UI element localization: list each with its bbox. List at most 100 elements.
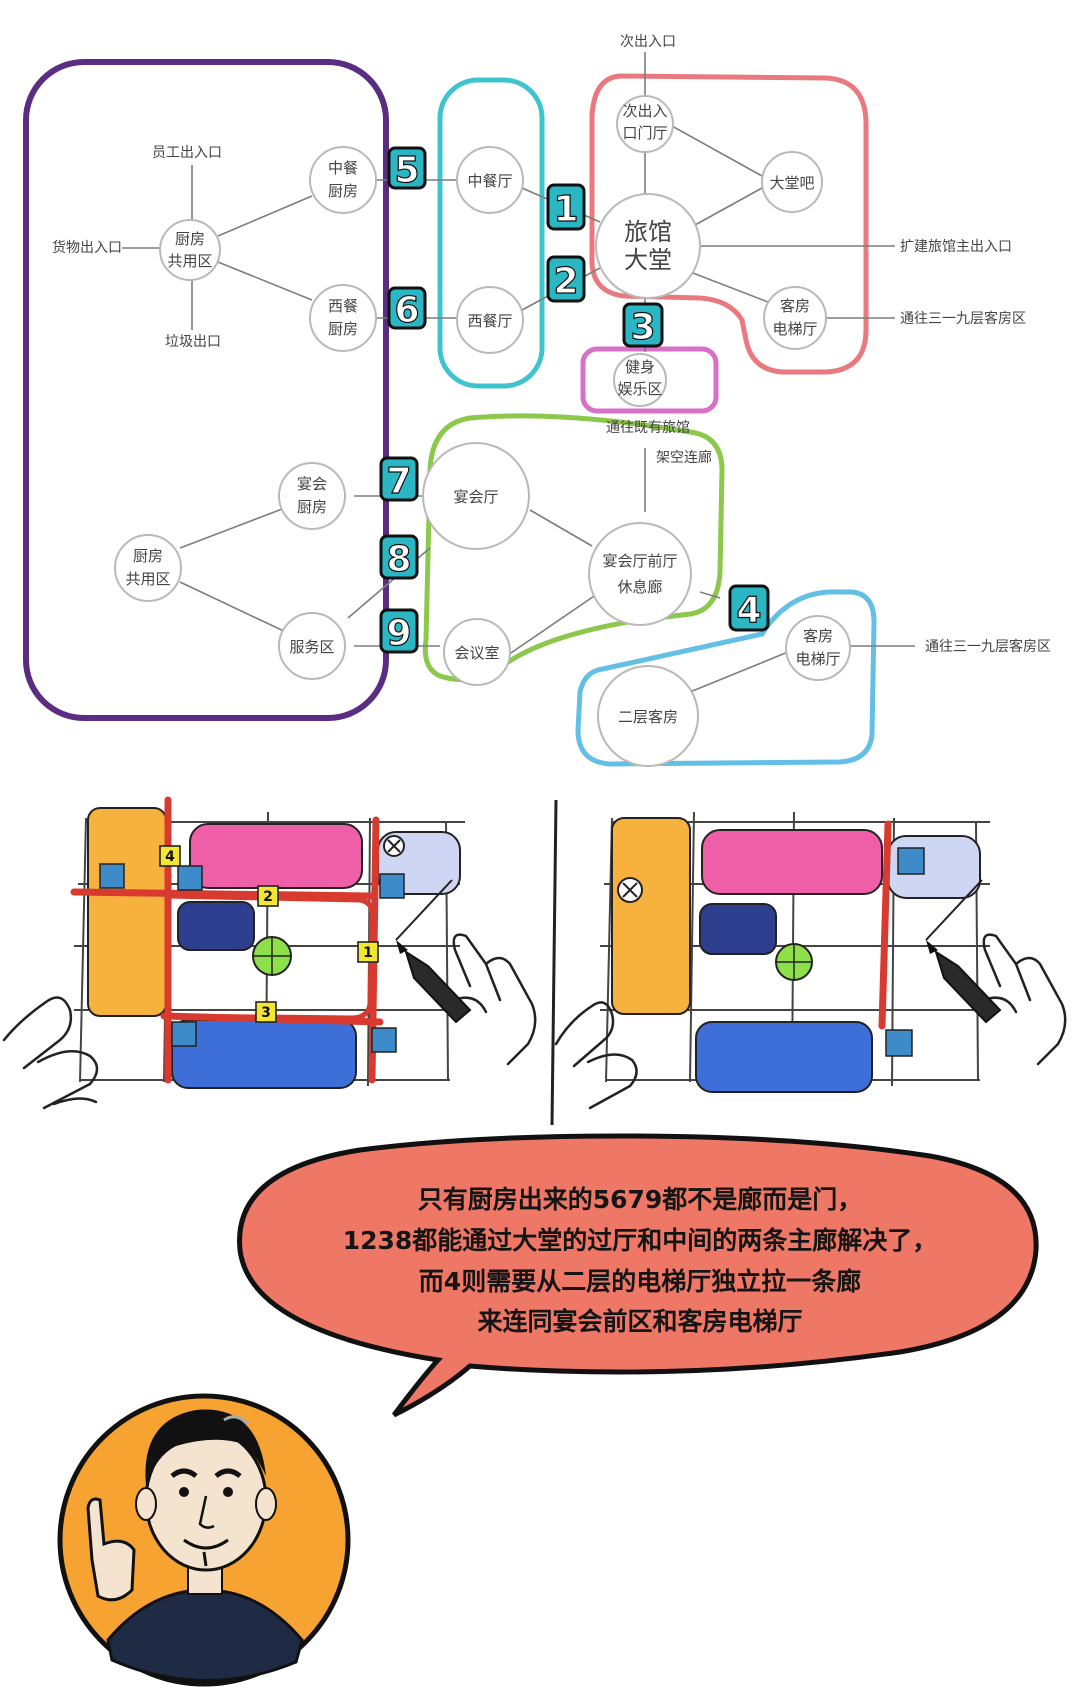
cross-circle-icon [383, 835, 405, 857]
svg-text:西餐: 西餐 [328, 297, 358, 315]
svg-text:3: 3 [630, 307, 655, 348]
banquet-zone-outline [422, 413, 725, 683]
svg-text:2: 2 [263, 889, 273, 905]
kitchen-zone-outline [23, 59, 389, 721]
orange-block [87, 807, 167, 1017]
pen-icon [395, 879, 472, 1024]
right-hand-drawing [982, 933, 1067, 1066]
svg-text:4: 4 [165, 849, 175, 865]
node-guest-elevator-2: 客房 电梯厅 [785, 615, 851, 681]
node-meeting-room: 会议室 [443, 618, 511, 686]
svg-text:2: 2 [553, 261, 578, 302]
svg-text:厨房: 厨房 [328, 320, 358, 338]
svg-text:二层客房: 二层客房 [618, 708, 678, 726]
svg-text:客房: 客房 [780, 297, 810, 315]
badge-5: 5 [387, 146, 427, 192]
node-chinese-restaurant: 中餐厅 [456, 146, 524, 214]
svg-text:大堂吧: 大堂吧 [769, 174, 814, 192]
svg-text:中餐厅: 中餐厅 [467, 172, 512, 190]
node-lobby: 旅馆 大堂 [595, 193, 701, 299]
badge-3: 3 [622, 302, 664, 349]
marker-2: 2 [257, 885, 279, 907]
marker-4: 4 [159, 845, 181, 867]
svg-text:5: 5 [394, 150, 419, 191]
fitness-zone-outline [580, 346, 719, 414]
pink-block [189, 823, 363, 889]
node-fitness: 健身 娱乐区 [613, 353, 667, 407]
badge-8: 8 [379, 534, 419, 581]
left-hand-drawing [554, 1001, 638, 1110]
badge-1: 1 [546, 183, 586, 231]
sketch-panels: 4 2 1 3 [2, 796, 1067, 1126]
sketch-right [554, 811, 1067, 1110]
node-western-restaurant: 西餐厅 [456, 286, 524, 354]
svg-text:共用区: 共用区 [125, 570, 170, 588]
svg-text:共用区: 共用区 [167, 252, 212, 270]
svg-text:大堂: 大堂 [624, 246, 672, 274]
svg-text:会议室: 会议室 [454, 644, 499, 662]
entry-square [897, 847, 925, 875]
secondary-entrance-label: 次出入口 [620, 34, 676, 50]
svg-text:3: 3 [261, 1005, 271, 1021]
marker-3: 3 [255, 1001, 277, 1023]
blue-block [695, 1021, 873, 1093]
center-target-icon [252, 936, 292, 976]
entry-square [379, 873, 405, 899]
entry-square [177, 865, 203, 891]
goods-entrance-label: 货物出入口 [52, 239, 122, 256]
badge-4: 4 [728, 584, 770, 632]
svg-text:7: 7 [386, 461, 411, 502]
badge-7: 7 [379, 456, 419, 503]
svg-text:旅馆: 旅馆 [624, 218, 672, 246]
entry-square [885, 1029, 913, 1057]
entry-square [99, 863, 125, 889]
badge-2: 2 [546, 255, 586, 303]
garbage-exit-label: 垃圾出口 [165, 334, 221, 350]
bubble-line-1: 只有厨房出来的5679都不是廊而是门， [418, 1185, 863, 1214]
svg-text:中餐: 中餐 [328, 159, 358, 177]
left-hand-drawing [2, 996, 99, 1110]
avatar [57, 1393, 351, 1687]
rooms-zone-outline [575, 589, 877, 767]
svg-text:休息廊: 休息廊 [617, 578, 662, 596]
svg-text:电梯厅: 电梯厅 [772, 320, 817, 338]
svg-text:6: 6 [394, 290, 419, 331]
svg-text:厨房: 厨房 [297, 498, 327, 516]
svg-text:厨房: 厨房 [175, 230, 205, 248]
svg-text:次出入: 次出入 [622, 102, 667, 120]
blue-block [171, 1019, 357, 1089]
node-chinese-kitchen: 中餐 厨房 [309, 146, 377, 214]
function-bubble-diagram: 员工出入口 货物出入口 垃圾出口 厨房 共用区 中餐 厨房 西餐 厨房 中餐厅 … [23, 34, 1051, 767]
svg-text:4: 4 [736, 590, 761, 631]
to-old-hotel-label: 通往既有旅馆 [606, 420, 690, 436]
svg-text:9: 9 [386, 613, 411, 654]
node-western-kitchen: 西餐 厨房 [309, 284, 377, 352]
badge-6: 6 [387, 286, 427, 332]
node-guest-elevator-1: 客房 电梯厅 [763, 286, 827, 350]
corridor-line-right [878, 820, 892, 1030]
svg-text:宴会厅前厅: 宴会厅前厅 [602, 552, 677, 570]
svg-text:1: 1 [553, 189, 578, 230]
svg-text:8: 8 [386, 539, 411, 580]
badge-9: 9 [379, 608, 419, 655]
speech-bubble-shape [237, 1133, 1039, 1418]
speech-bubble: 只有厨房出来的5679都不是廊而是门， 1238都能通过大堂的过厅和中间的两条主… [237, 1133, 1039, 1418]
svg-text:1: 1 [363, 945, 373, 961]
navy-block [699, 903, 777, 955]
right-hand-drawing [452, 933, 537, 1066]
svg-text:厨房: 厨房 [133, 547, 163, 565]
svg-text:服务区: 服务区 [289, 638, 334, 656]
node-kitchen-shared-1: 厨房 共用区 [159, 219, 221, 281]
svg-text:电梯厅: 电梯厅 [795, 650, 840, 668]
node-secondary-entrance-hall: 次出入 口门厅 [616, 95, 674, 153]
lobby-zone-outline [589, 73, 869, 375]
svg-text:口门厅: 口门厅 [622, 124, 667, 142]
svg-text:客房: 客房 [803, 627, 833, 645]
bubble-line-4: 来连同宴会前区和客房电梯厅 [477, 1307, 802, 1336]
svg-text:厨房: 厨房 [328, 182, 358, 200]
restaurant-zone-outline [437, 77, 545, 389]
to-floors-label-1: 通往三一九层客房区 [900, 310, 1026, 327]
navy-block [177, 901, 255, 951]
node-second-floor-rooms: 二层客房 [597, 665, 699, 767]
